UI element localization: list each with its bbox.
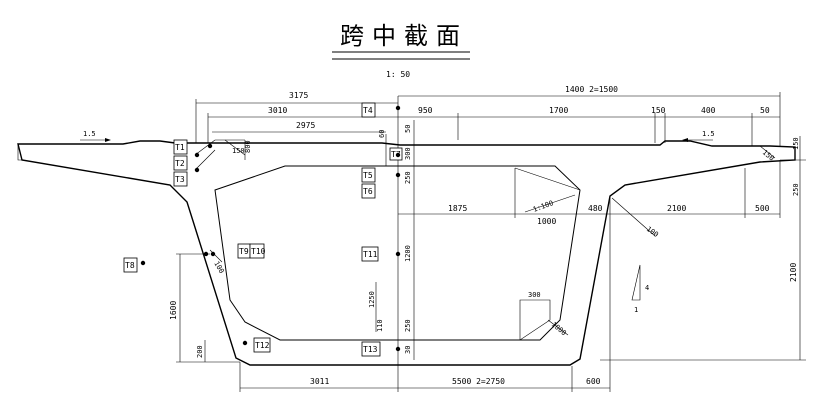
slope-right: 1.5 bbox=[702, 130, 715, 138]
label-t6: T6 bbox=[363, 187, 373, 196]
dim-bottom-2: 5500 2=2750 bbox=[452, 377, 505, 386]
haunch-line bbox=[547, 319, 569, 336]
slope-line bbox=[759, 145, 776, 159]
inner-cell bbox=[214, 165, 581, 341]
dim-v-60: 60 bbox=[378, 130, 386, 138]
dim-500: 500 bbox=[755, 204, 770, 213]
dim-bottom-3: 600 bbox=[586, 377, 601, 386]
dim-1700: 1700 bbox=[549, 106, 568, 115]
drawing-title: 跨中截面 bbox=[340, 22, 468, 50]
dim-haunch-5: 1000 bbox=[550, 320, 568, 337]
label-box-t3 bbox=[173, 171, 188, 187]
label-box-t1 bbox=[173, 139, 188, 155]
label-t13: T13 bbox=[363, 345, 378, 354]
dim-150: 150 bbox=[651, 106, 666, 115]
tendon-dot bbox=[203, 251, 209, 257]
label-t1: T1 bbox=[175, 143, 185, 152]
dim-480: 480 bbox=[588, 204, 603, 213]
flange-tip-left bbox=[17, 144, 22, 161]
label-t12: T12 bbox=[255, 341, 270, 350]
label-t3: T3 bbox=[175, 175, 185, 184]
dim-v-50: 50 bbox=[404, 125, 412, 133]
tendon-dot bbox=[140, 260, 146, 266]
tendon-dot bbox=[194, 167, 200, 173]
tendon-line bbox=[194, 149, 216, 171]
label-t8: T8 bbox=[125, 261, 135, 270]
dim-bottom-1: 3011 bbox=[310, 377, 329, 386]
tendon-dot bbox=[395, 346, 401, 352]
tendon-line bbox=[194, 139, 216, 156]
dim-core-1250: 1250 bbox=[368, 291, 376, 308]
label-box-t11 bbox=[361, 246, 379, 262]
dim-v-800: 800 bbox=[244, 140, 252, 153]
tri-1: 1 bbox=[634, 306, 638, 314]
label-box-t13 bbox=[361, 341, 381, 357]
dim-core-250: 250 bbox=[404, 319, 412, 332]
dim-950: 950 bbox=[418, 106, 433, 115]
scale-label: 1: 50 bbox=[386, 70, 410, 79]
dim-haunch-2: 100 bbox=[645, 225, 660, 239]
label-box-t12 bbox=[253, 337, 271, 353]
haunch-line bbox=[524, 194, 576, 213]
label-box-t8 bbox=[123, 257, 138, 273]
dim-1000: 1000 bbox=[537, 217, 556, 226]
arrow-head-icon bbox=[682, 138, 688, 142]
dim-right-250: 250 bbox=[792, 183, 800, 196]
dim-core-30: 30 bbox=[404, 346, 412, 354]
dim-400: 400 bbox=[701, 106, 716, 115]
dim-height-2100: 2100 bbox=[789, 263, 798, 282]
tendon-dot bbox=[395, 251, 401, 257]
dim-50: 50 bbox=[760, 106, 770, 115]
label-t5: T5 bbox=[363, 171, 373, 180]
tendon-dot bbox=[395, 152, 401, 158]
dim-core-110: 110 bbox=[376, 319, 384, 332]
bottom-haunch-box bbox=[519, 299, 551, 341]
tri-4: 4 bbox=[645, 284, 649, 292]
dim-v-300: 300 bbox=[404, 147, 412, 160]
label-t10: T10 bbox=[251, 247, 266, 256]
dim-web-100: 100 bbox=[212, 260, 225, 275]
tendon-dot bbox=[395, 172, 401, 178]
haunch-line bbox=[514, 167, 581, 191]
dim-2975: 2975 bbox=[296, 121, 315, 130]
label-box-t6 bbox=[361, 183, 376, 199]
web-dim-line bbox=[209, 249, 223, 263]
tendon-dot bbox=[194, 152, 200, 158]
dim-haunch-3: 150 bbox=[761, 148, 776, 162]
label-box-t2 bbox=[173, 155, 188, 171]
dim-haunch-1: 1:100 bbox=[532, 199, 555, 214]
dim-v-250: 250 bbox=[404, 171, 412, 184]
label-box-t10 bbox=[249, 243, 265, 259]
haunch-line bbox=[611, 197, 656, 237]
dim-2100: 2100 bbox=[667, 204, 686, 213]
section-outline bbox=[17, 140, 796, 366]
dim-3175: 3175 bbox=[289, 91, 308, 100]
dim-core-1200: 1200 bbox=[404, 245, 412, 262]
dim-left-200: 200 bbox=[196, 345, 204, 358]
dim-haunch-4: 150 bbox=[232, 147, 245, 155]
dim-right-150: 150 bbox=[792, 137, 800, 150]
label-t4: T4 bbox=[363, 106, 373, 115]
slope-triangle bbox=[631, 264, 641, 301]
label-box-t5 bbox=[361, 167, 376, 183]
dim-3010: 3010 bbox=[268, 106, 287, 115]
arrow-head-icon bbox=[105, 138, 111, 142]
dim-left-1600: 1600 bbox=[169, 301, 178, 320]
haunch-line bbox=[224, 139, 246, 156]
tendon-dot bbox=[207, 143, 213, 149]
tendon-dot bbox=[242, 340, 248, 346]
dim-web-300: 300 bbox=[528, 291, 541, 299]
slope-left: 1.5 bbox=[83, 130, 96, 138]
dim-1875: 1875 bbox=[448, 204, 467, 213]
label-t9: T9 bbox=[239, 247, 249, 256]
tendon-dot bbox=[210, 251, 216, 257]
label-t2: T2 bbox=[175, 159, 185, 168]
label-box-t4 bbox=[361, 102, 376, 118]
tendon-dot bbox=[395, 105, 401, 111]
dim-right-top: 1400 2=1500 bbox=[565, 85, 618, 94]
label-box-t7 bbox=[389, 147, 403, 161]
label-t11: T11 bbox=[363, 250, 378, 259]
